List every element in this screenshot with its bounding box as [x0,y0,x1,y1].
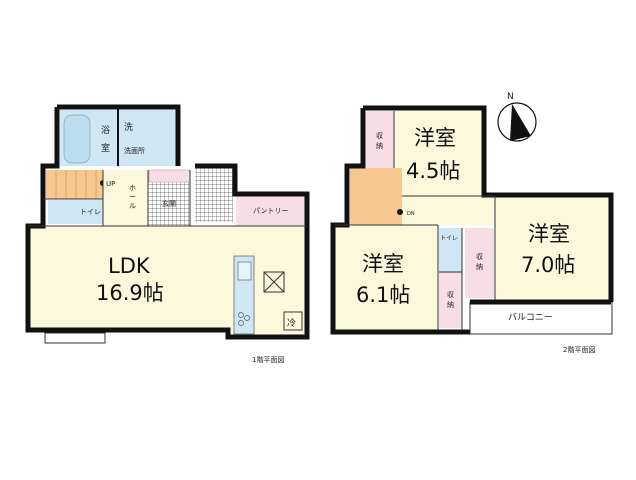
stairs [46,170,103,199]
room-a-size: 4.5帖 [406,159,460,183]
porch [195,166,233,222]
stairs-dn-label: DN [407,211,415,217]
room-c-name: 洋室 [528,222,570,246]
floor1-caption: 1階平面図 [252,355,284,364]
room-4-5 [394,111,482,196]
room-6-1 [335,225,438,330]
storage-1 [366,111,394,168]
washroom-label: 洗面所 [124,146,145,155]
storage-2-label-2: 納 [476,262,483,271]
floor2-caption: 2階平面図 [563,345,595,354]
shoe-storage [148,169,191,183]
hall-label-3: ル [129,202,136,210]
north-label: N [507,92,514,102]
toilet-2f [439,228,462,272]
bath-label: 浴 [101,125,110,136]
window-bay [44,332,106,344]
hall-label-2: ー [129,193,136,201]
pantry [236,194,305,226]
floor-2: N 収 納 洋室 4.5帖 DN トイレ 収 納 収 納 洋室 6.1帖 洋室 … [330,92,614,354]
ldk-label: LDK [108,254,151,278]
storage-2-label: 収 [476,253,483,261]
room-7-0 [495,196,609,300]
toilet-label: トイレ [80,208,101,216]
washroom [118,110,176,166]
entrance-label: 玄関 [162,199,176,208]
storage-3 [439,272,462,328]
storage-3-label: 収 [447,291,454,299]
room-b-size: 6.1帖 [356,283,410,307]
toilet-2f-label: トイレ [440,235,458,242]
ldk-size: 16.9帖 [96,281,164,305]
hall-label-1: ホ [129,184,136,192]
ldk-room [28,226,307,330]
room-c-size: 7.0帖 [521,253,575,277]
stove-icon [238,312,250,326]
storage-2 [465,228,494,298]
pantry-label: パントリー [253,207,288,215]
bathtub-icon [63,114,91,164]
room-a-name: 洋室 [414,126,456,150]
bath-label-2: 室 [101,142,110,154]
compass: N [497,92,537,142]
storage-1-label: 収 [376,132,383,140]
hall-2f [402,196,495,225]
toilet-room [48,200,103,224]
hall [103,170,148,226]
storage-3-label-2: 納 [447,300,454,309]
sink-icon [237,261,252,281]
fridge-label: 冷 [287,317,296,329]
stairs-2f [350,168,402,225]
floor-1: 浴 室 洗 洗面所 UP トイレ ホ ー ル 玄関 パントリー LDK 16.9… [25,104,310,364]
skylight-icon [263,271,285,293]
north-arrow-icon [510,104,531,141]
stairs-up-label: UP [106,180,115,188]
washer-label: 洗 [124,121,133,133]
storage-1-label-2: 納 [376,141,383,150]
balcony-label: バルコニー [508,312,553,323]
room-b-name: 洋室 [362,252,404,276]
